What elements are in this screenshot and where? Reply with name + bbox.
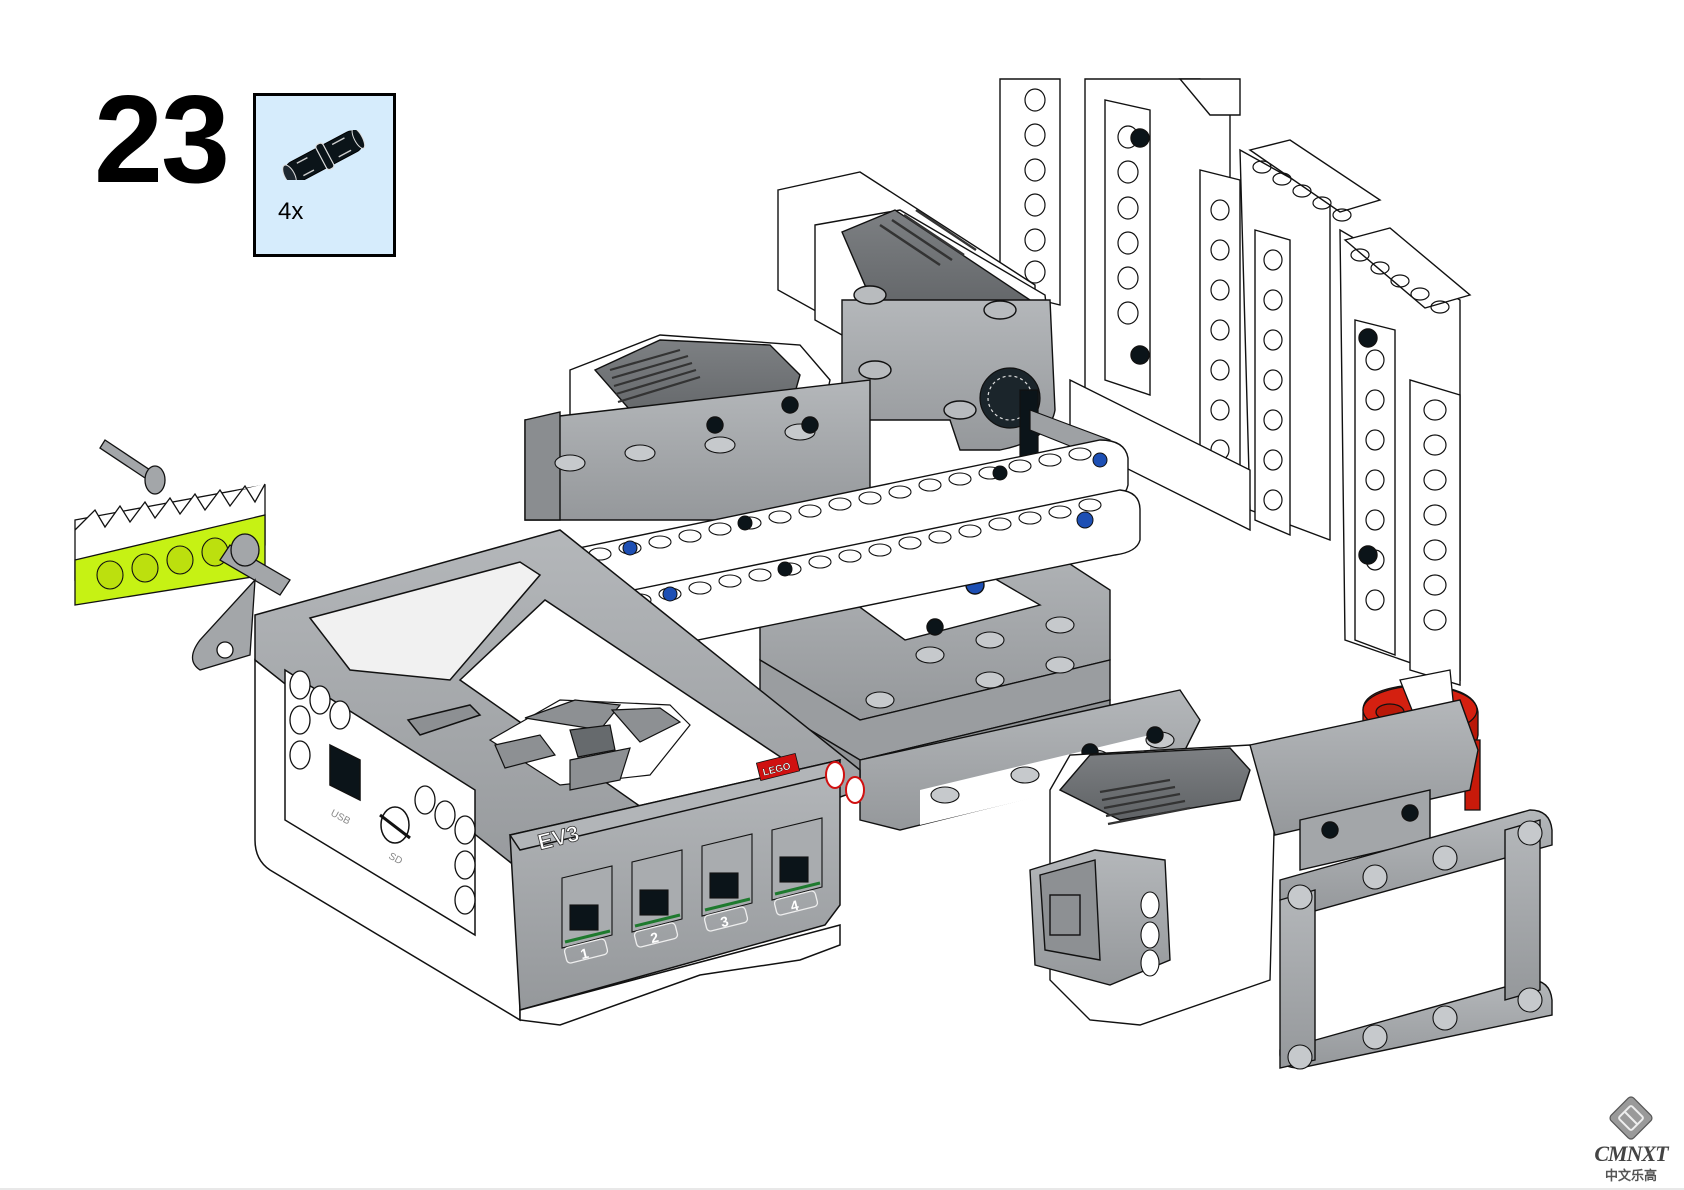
square-gray-frame (1279, 809, 1553, 1070)
cmnxt-diamond-logo-icon (1609, 1096, 1653, 1140)
vertical-beams-assembly (999, 78, 1472, 686)
white-long-beams (543, 439, 1141, 661)
usb-port (329, 743, 361, 802)
ev3-brick: USB SD EV3 LEGO (254, 529, 865, 1026)
watermark-brand: CMNXT (1594, 1141, 1668, 1166)
lego-logo (755, 752, 801, 782)
parts-callout: 4x (253, 93, 396, 257)
button-pad (488, 699, 691, 791)
lime-beam-with-rack (74, 439, 291, 671)
watermark-subtitle: 中文乐高 (1604, 1168, 1657, 1183)
bevel-gear (979, 367, 1111, 476)
port-group (561, 817, 823, 949)
port-label-2: 2 (649, 929, 661, 946)
large-motor-middle (524, 334, 871, 521)
port-label-4: 4 (789, 897, 801, 914)
technic-pin-connector-icon (282, 130, 366, 180)
center-button (569, 724, 616, 758)
page-bottom-rule (0, 1188, 1684, 1190)
part-quantity: 4x (278, 198, 304, 225)
large-motor-front (1029, 699, 1479, 1026)
cmnxt-watermark: CMNXT 中文乐高 (1583, 1095, 1679, 1183)
port-label-1: 1 (579, 945, 591, 962)
port-label-3: 3 (719, 913, 731, 930)
step-number: 23 (94, 71, 230, 209)
